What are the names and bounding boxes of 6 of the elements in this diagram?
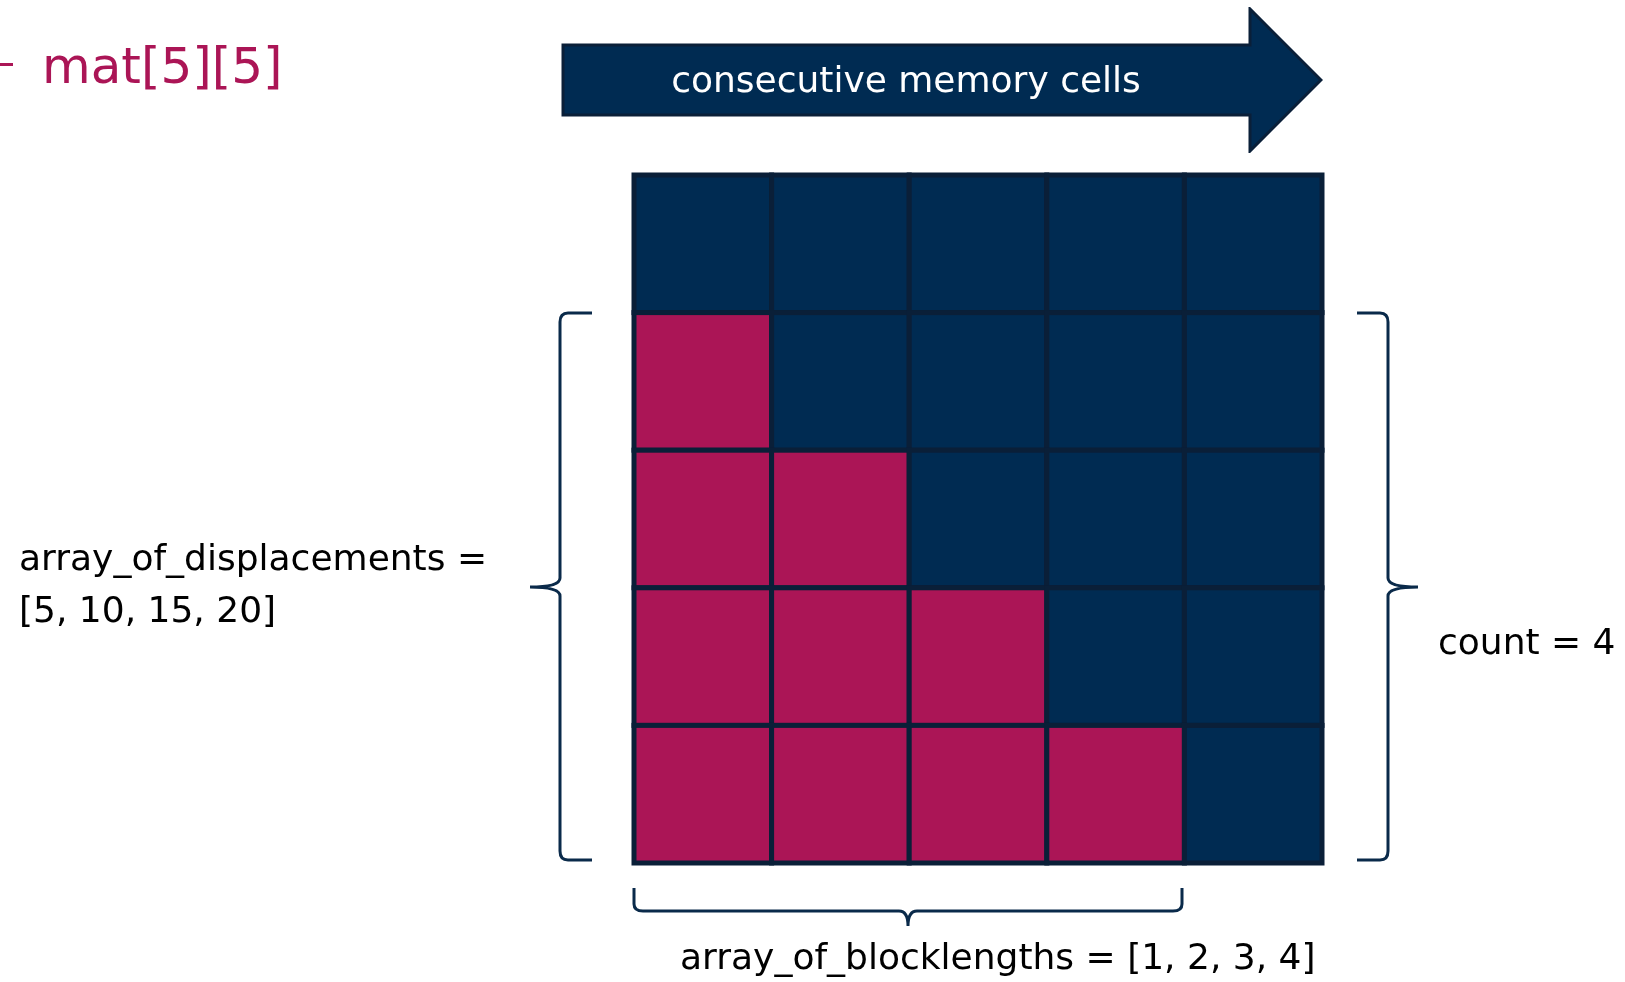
annotation-text: array_of_blocklengths = [1, 2, 3, 4]	[680, 935, 1316, 979]
arrow-label: consecutive memory cells	[670, 58, 1142, 102]
arrow-banner	[561, 7, 1323, 153]
annotation-text: count = 4	[1438, 620, 1616, 664]
matrix-label: mat[5][5]	[42, 36, 283, 97]
annotation-text: array_of_displacements = [5, 10, 15, 20]	[19, 536, 489, 633]
